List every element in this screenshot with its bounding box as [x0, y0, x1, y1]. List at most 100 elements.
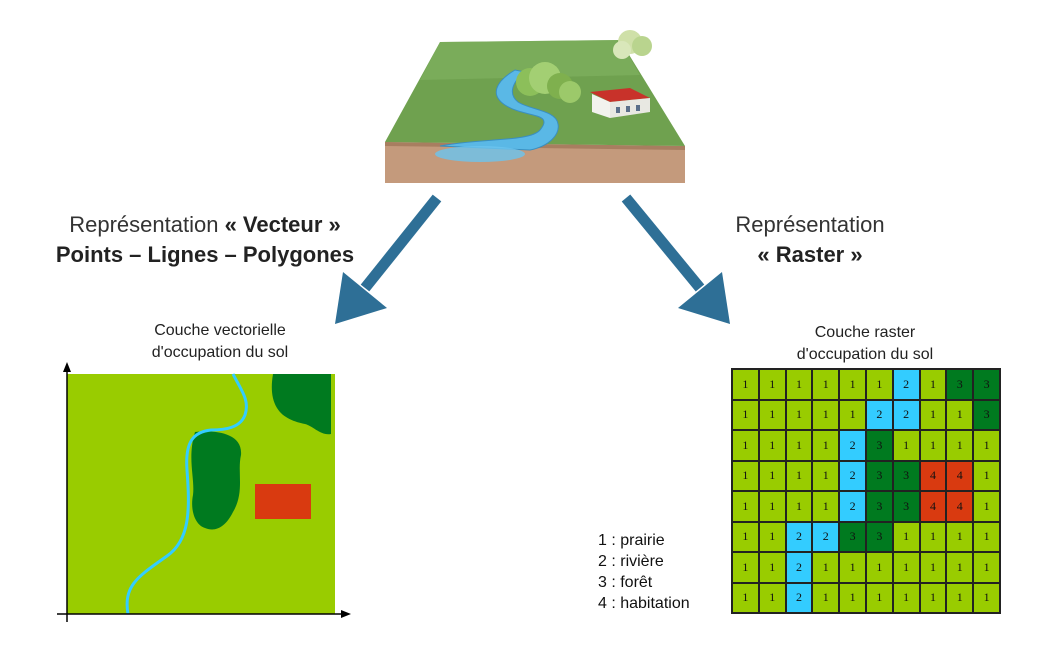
legend-item-foret: 3 : forêt	[598, 574, 653, 591]
raster-caption-bold: « Raster »	[757, 242, 863, 267]
raster-cell: 1	[812, 491, 840, 522]
raster-caption-line1: Représentation	[735, 212, 885, 237]
raster-cell: 2	[812, 521, 840, 552]
raster-cell: 1	[732, 399, 759, 430]
raster-cell: 1	[732, 430, 759, 461]
raster-cell: 3	[865, 430, 893, 461]
raster-cell: 3	[865, 460, 893, 491]
raster-cell: 1	[812, 399, 840, 430]
raster-cell: 1	[919, 430, 947, 461]
raster-cell: 2	[785, 552, 813, 583]
vector-layer-title-line1: Couche vectorielle	[154, 322, 286, 339]
raster-cell: 1	[892, 552, 920, 583]
raster-cell: 1	[946, 552, 974, 583]
raster-cell: 1	[892, 430, 920, 461]
raster-cell: 1	[946, 521, 974, 552]
raster-cell: 2	[892, 399, 920, 430]
raster-cell: 1	[839, 399, 866, 430]
raster-cell: 1	[758, 582, 786, 613]
raster-cell: 2	[839, 430, 866, 461]
raster-cell: 4	[919, 491, 947, 522]
raster-cell: 3	[946, 369, 974, 400]
raster-cell: 1	[919, 521, 947, 552]
raster-cell: 1	[785, 369, 813, 400]
raster-cell: 1	[785, 399, 813, 430]
raster-cell: 2	[839, 460, 866, 491]
raster-cell: 1	[865, 582, 893, 613]
raster-cell: 3	[839, 521, 866, 552]
raster-cell: 1	[946, 430, 974, 461]
raster-cell: 1	[812, 369, 840, 400]
raster-cell: 1	[892, 582, 920, 613]
raster-cell: 1	[919, 399, 947, 430]
raster-representation-caption: Représentation « Raster »	[720, 210, 900, 270]
raster-cell: 1	[812, 582, 840, 613]
legend-item-prairie: 1 : prairie	[598, 532, 665, 549]
raster-cell: 1	[839, 582, 866, 613]
habitation-polygon	[255, 484, 311, 519]
raster-cell: 3	[973, 369, 1000, 400]
raster-cell: 1	[812, 430, 840, 461]
raster-cell: 1	[946, 399, 974, 430]
raster-cell: 1	[892, 521, 920, 552]
raster-cell: 1	[839, 369, 866, 400]
forest-polygon-large	[191, 431, 242, 530]
raster-layer-title: Couche raster d'occupation du sol	[740, 322, 990, 366]
landscape-illustration	[385, 30, 685, 183]
raster-layer-title-line2: d'occupation du sol	[796, 346, 934, 363]
raster-cell: 1	[865, 369, 893, 400]
raster-cell: 1	[758, 491, 786, 522]
raster-cell: 1	[732, 491, 759, 522]
legend-item-riviere: 2 : rivière	[598, 553, 664, 570]
vector-layer-title-line2: d'occupation du sol	[151, 344, 289, 361]
raster-cell: 1	[946, 582, 974, 613]
raster-cell: 3	[865, 491, 893, 522]
raster-cell: 1	[732, 521, 759, 552]
raster-cell: 4	[919, 460, 947, 491]
raster-cell: 2	[839, 491, 866, 522]
raster-cell: 4	[946, 460, 974, 491]
raster-cell: 3	[973, 399, 1000, 430]
raster-cell: 1	[758, 521, 786, 552]
raster-cell: 1	[785, 430, 813, 461]
land-cover-legend: 1 : prairie 2 : rivière 3 : forêt 4 : ha…	[598, 530, 690, 614]
raster-cell: 1	[758, 552, 786, 583]
legend-item-habitation: 4 : habitation	[598, 595, 690, 612]
raster-cell: 1	[973, 582, 1000, 613]
raster-cell: 1	[758, 460, 786, 491]
raster-cell: 1	[732, 552, 759, 583]
vector-layer-title: Couche vectorielle d'occupation du sol	[100, 320, 340, 364]
raster-cell: 2	[865, 399, 893, 430]
raster-cell: 2	[892, 369, 920, 400]
raster-cell: 1	[812, 552, 840, 583]
vector-caption-prefix: Représentation	[69, 212, 225, 237]
raster-layer-title-line1: Couche raster	[814, 324, 916, 341]
raster-cell: 3	[892, 460, 920, 491]
raster-cell: 1	[839, 552, 866, 583]
river-line	[125, 373, 248, 615]
raster-cell: 1	[973, 460, 1000, 491]
raster-cell: 1	[973, 552, 1000, 583]
raster-cell: 1	[919, 552, 947, 583]
raster-cell: 1	[758, 399, 786, 430]
vector-representation-caption: Représentation « Vecteur » Points – Lign…	[30, 210, 380, 270]
raster-cell: 1	[732, 369, 759, 400]
raster-cell: 1	[973, 521, 1000, 552]
vector-caption-subtitle: Points – Lignes – Polygones	[55, 242, 355, 267]
raster-cell: 1	[732, 460, 759, 491]
forest-polygon-corner	[271, 374, 331, 435]
raster-cell: 1	[785, 491, 813, 522]
raster-cell: 3	[865, 521, 893, 552]
vector-map	[57, 362, 351, 622]
raster-cell: 1	[758, 369, 786, 400]
raster-cell: 1	[785, 460, 813, 491]
raster-cell: 2	[785, 521, 813, 552]
raster-cell: 1	[758, 430, 786, 461]
raster-cell: 2	[785, 582, 813, 613]
raster-cell: 1	[919, 369, 947, 400]
raster-cell: 1	[732, 582, 759, 613]
raster-cell: 1	[812, 460, 840, 491]
raster-cell: 3	[892, 491, 920, 522]
arrow-to-raster	[621, 194, 730, 324]
